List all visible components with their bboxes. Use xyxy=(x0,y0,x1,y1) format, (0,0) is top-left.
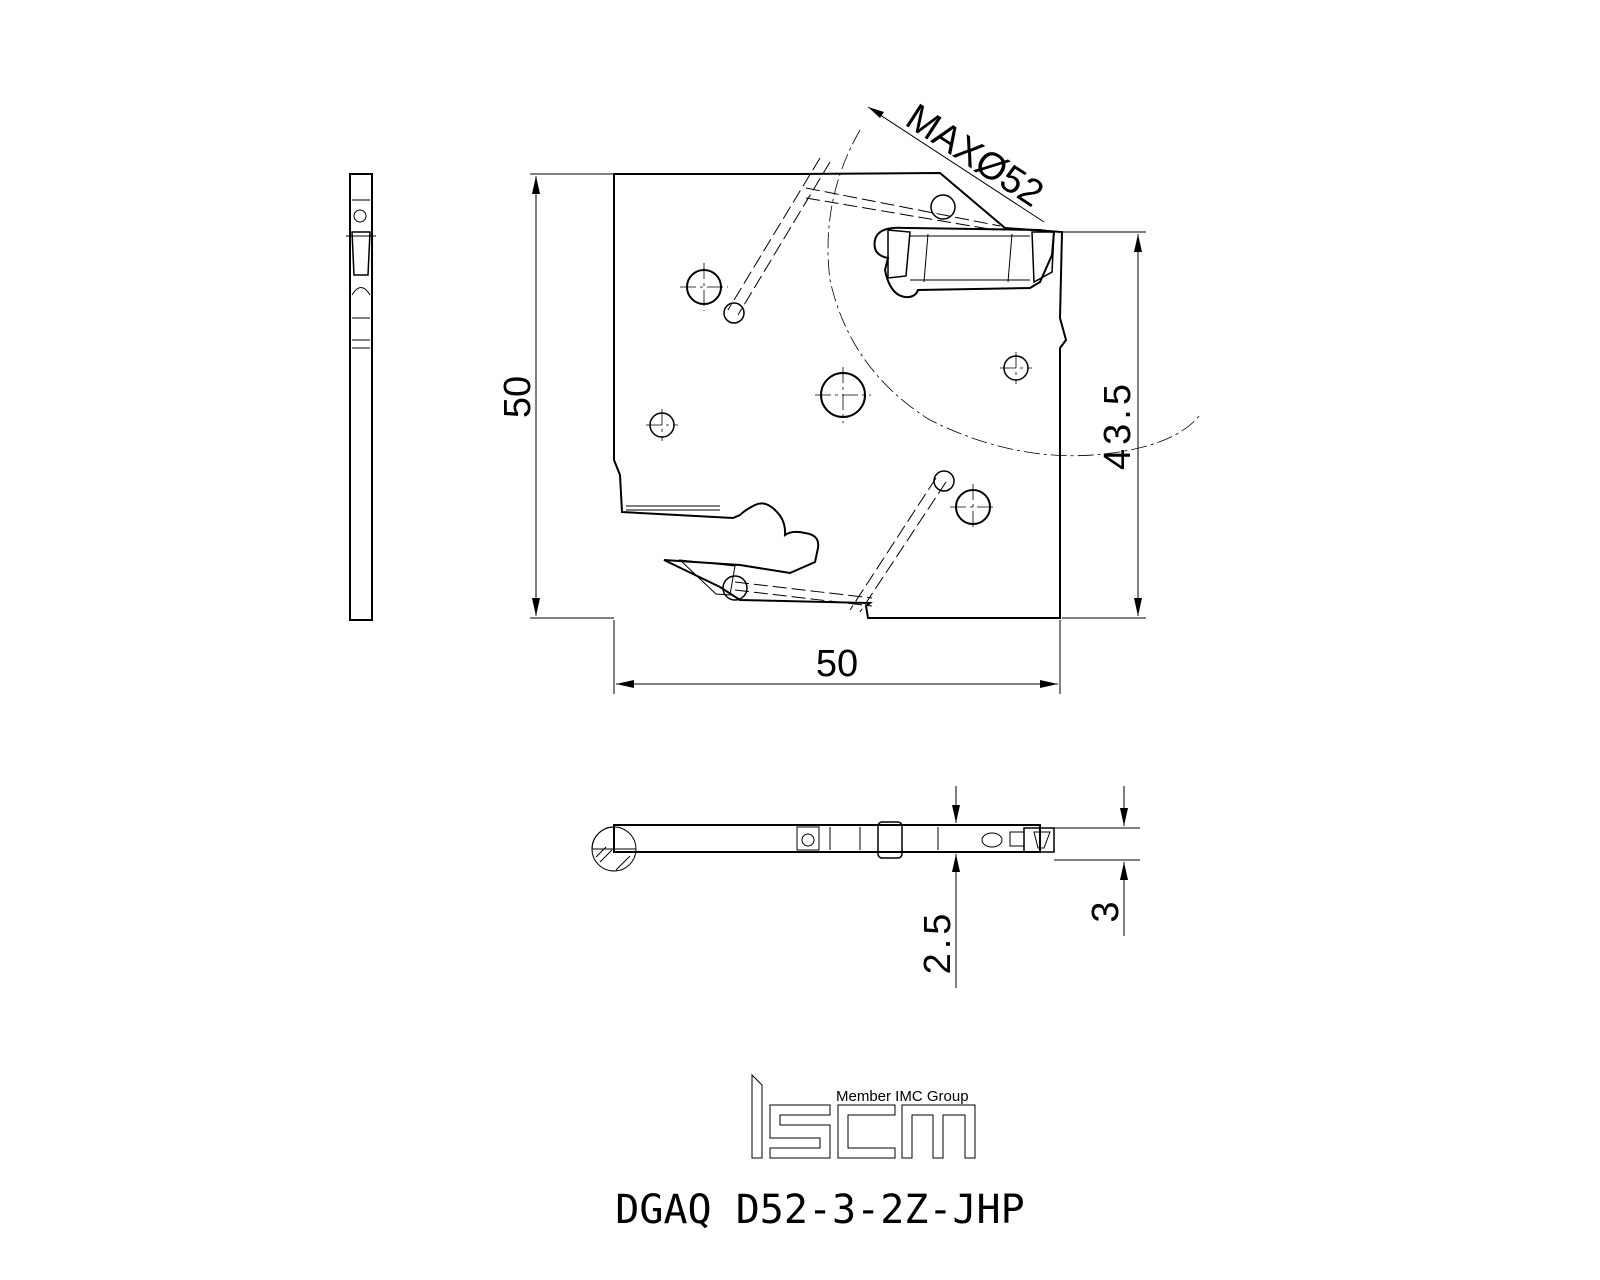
iscar-logo: Member IMC Group xyxy=(751,1073,976,1159)
dimensions-top: 2.5 3 xyxy=(917,786,1140,988)
main-view xyxy=(613,129,1201,619)
side-view xyxy=(346,173,376,621)
dim-width-insert: 3 xyxy=(1085,901,1127,922)
top-view xyxy=(591,821,1055,872)
hole xyxy=(723,302,745,324)
dim-width-thin: 2.5 xyxy=(917,910,959,975)
holes xyxy=(649,194,1029,601)
coolant-channels xyxy=(727,157,1001,613)
hole xyxy=(722,575,748,601)
dim-max-diameter: MAXØ52 xyxy=(898,96,1050,215)
logo-tagline: Member IMC Group xyxy=(836,1088,969,1105)
blade-outline xyxy=(613,171,1068,619)
max-diameter-arc xyxy=(827,129,1201,457)
upper-insert xyxy=(873,226,1056,299)
dim-width-bottom: 50 xyxy=(816,643,858,685)
hole xyxy=(933,470,955,492)
dim-height-left: 50 xyxy=(497,376,539,418)
dim-height-right: 43.5 xyxy=(1097,380,1139,470)
part-number: DGAQ D52-3-2Z-JHP xyxy=(615,1187,1024,1233)
hole xyxy=(930,194,956,220)
